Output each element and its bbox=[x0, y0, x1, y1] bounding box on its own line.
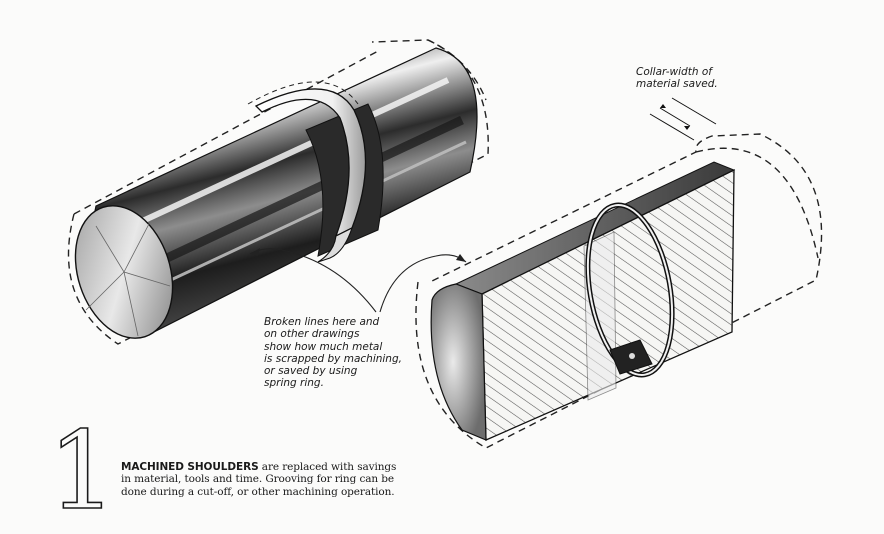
machined-rod-figure bbox=[67, 39, 489, 345]
stock-envelope-right-arc bbox=[427, 39, 487, 101]
block-spring-ring-inner bbox=[586, 204, 674, 376]
rod-highlight bbox=[108, 77, 450, 239]
collar-width-arrows bbox=[660, 104, 690, 130]
rod-highlight-2 bbox=[127, 140, 467, 302]
block-stock-dashed bbox=[415, 133, 823, 449]
collar-width-dimension bbox=[649, 97, 717, 141]
note-leader-left bbox=[249, 248, 377, 313]
note-leader-right-arrow bbox=[456, 254, 466, 262]
ring-lug-hole bbox=[629, 353, 635, 359]
figure-caption: MACHINED SHOULDERS are replaced with sav… bbox=[121, 461, 409, 498]
block-end-face bbox=[430, 283, 487, 441]
broken-lines-note: Broken lines here and on other drawings … bbox=[264, 316, 402, 390]
note-leader-right bbox=[379, 254, 467, 313]
figure-number: 1 bbox=[47, 409, 117, 534]
collar-width-note: Collar-width of material saved. bbox=[636, 66, 718, 91]
caption-lead: MACHINED SHOULDERS bbox=[121, 461, 259, 473]
note-leader-left-arrow bbox=[250, 248, 260, 256]
grooved-block-figure bbox=[415, 97, 823, 449]
ring-dashed-outline bbox=[247, 81, 359, 105]
groove-band bbox=[583, 231, 617, 401]
stock-envelope-edge bbox=[73, 49, 381, 215]
stock-envelope-dashed bbox=[67, 39, 489, 345]
rod-end-face-facets bbox=[85, 221, 171, 337]
caption-body: are replaced with savings in material, t… bbox=[121, 461, 397, 498]
